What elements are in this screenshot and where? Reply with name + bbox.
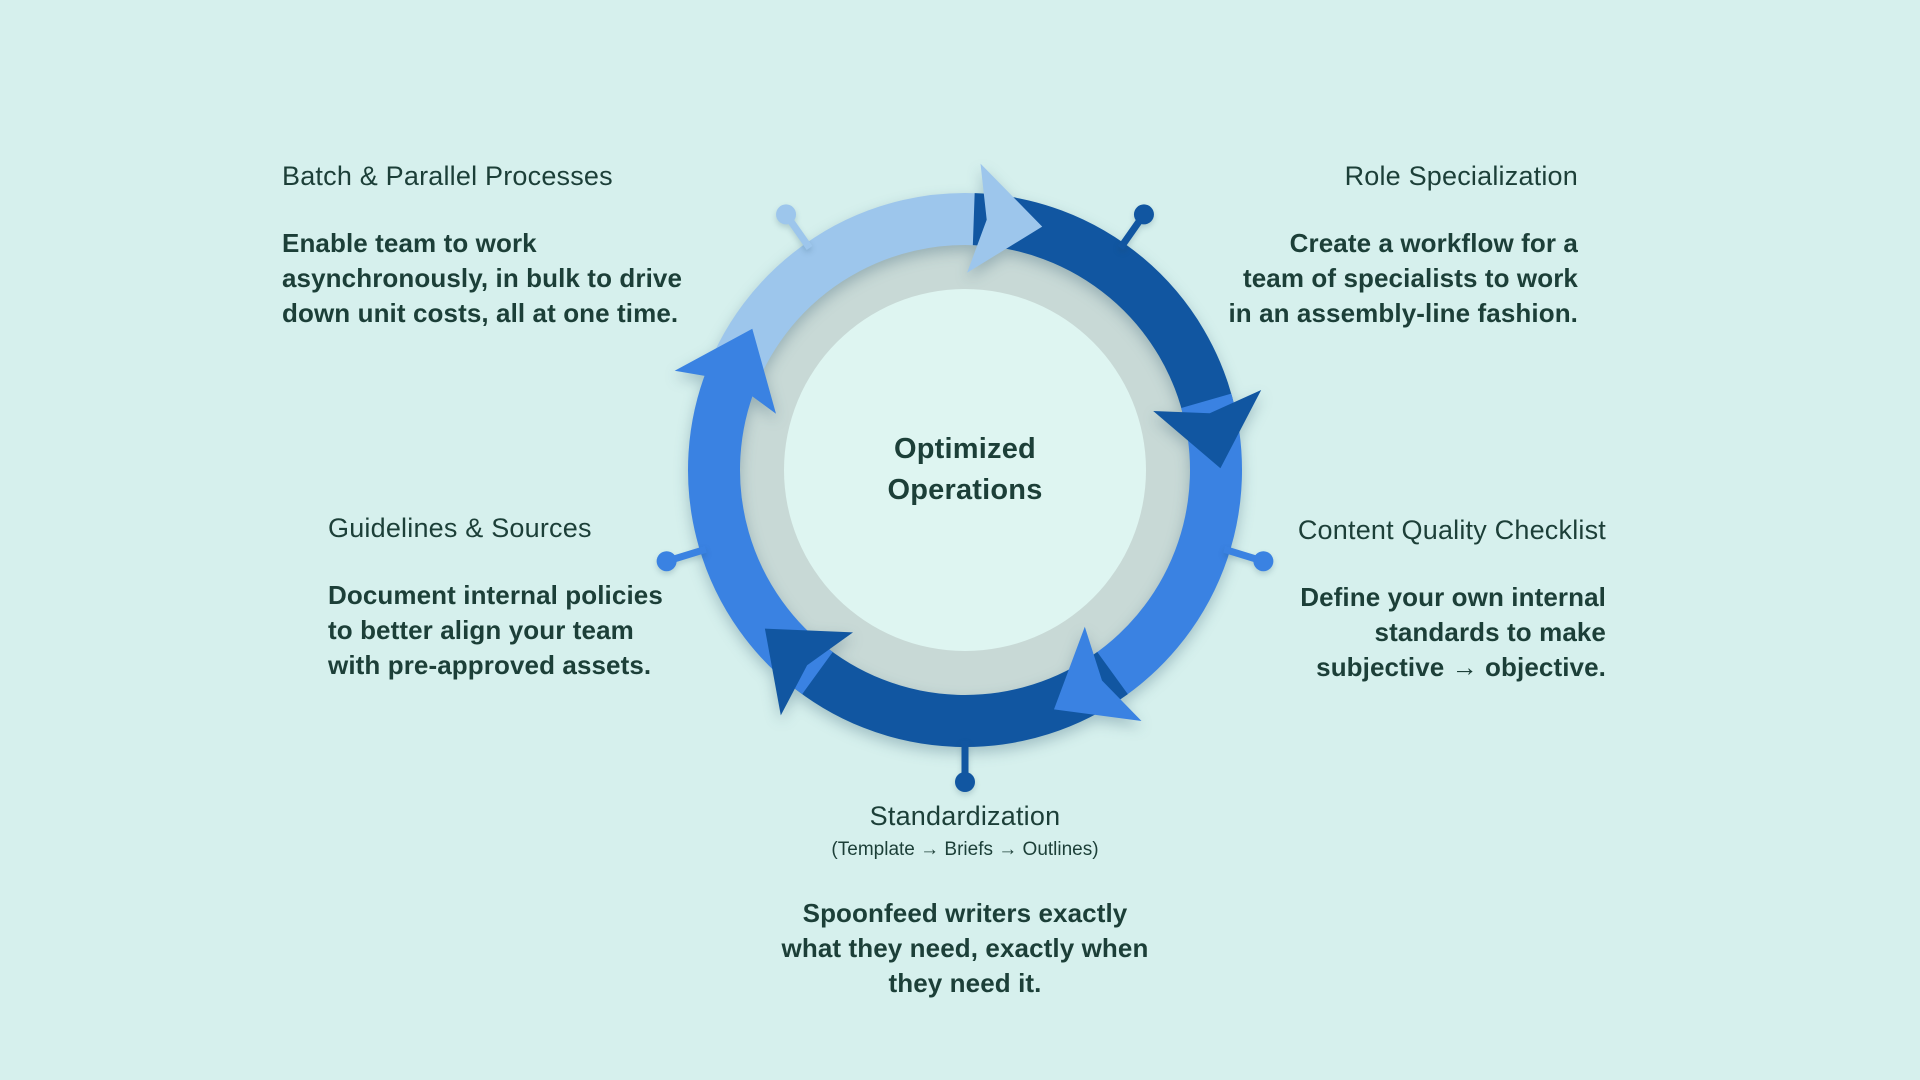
connector-dot-checklist — [1253, 551, 1274, 572]
section-heading: Role Specialization — [1344, 161, 1578, 191]
connector-line-checklist — [1223, 545, 1259, 563]
cycle-arrowhead-checklist — [1054, 626, 1142, 721]
section-role-specialization: Role Specialization Create a workflow fo… — [1228, 160, 1578, 331]
section-guidelines-sources: Guidelines & Sources Document internal p… — [328, 512, 663, 683]
cycle-arrowhead-guidelines — [674, 328, 776, 414]
section-body: Create a workflow for a team of speciali… — [1228, 228, 1578, 328]
section-batch-parallel-processes: Batch & Parallel Processes Enable team t… — [282, 160, 682, 331]
connector-line-batch — [786, 217, 813, 251]
connector-line-guidelines — [671, 545, 707, 563]
cycle-arrowhead-standardization — [764, 628, 853, 716]
section-standardization: Standardization (Template → Briefs → Out… — [782, 800, 1149, 1001]
section-body: Enable team to work asynchronously, in b… — [282, 228, 683, 328]
section-heading: Guidelines & Sources — [328, 513, 592, 543]
section-content-quality-checklist: Content Quality Checklist Define your ow… — [1298, 514, 1606, 685]
connector-dot-guidelines — [656, 551, 677, 572]
connector-dot-batch — [776, 204, 797, 225]
section-body: Define your own internal standards to ma… — [1300, 582, 1606, 682]
cycle-arrowhead-role — [1153, 390, 1262, 469]
connector-dot-standardization — [955, 772, 975, 792]
center-circle — [784, 289, 1146, 651]
section-body: Spoonfeed writers exactly what they need… — [781, 898, 1149, 998]
center-label: Optimized Operations — [887, 433, 1043, 506]
section-subheading: (Template → Briefs → Outlines) — [831, 839, 1099, 860]
section-heading: Batch & Parallel Processes — [282, 161, 613, 191]
section-heading: Standardization — [869, 801, 1061, 831]
connector-line-role — [1117, 217, 1144, 251]
section-body: Document internal policies to better ali… — [328, 580, 663, 680]
inner-ring — [739, 244, 1191, 696]
cycle-arrowhead-batch — [967, 163, 1043, 273]
connector-dot-role — [1133, 204, 1154, 225]
section-heading: Content Quality Checklist — [1297, 515, 1606, 545]
